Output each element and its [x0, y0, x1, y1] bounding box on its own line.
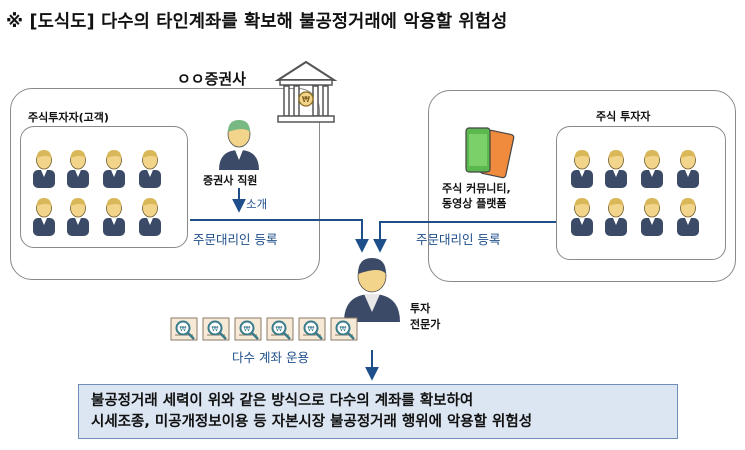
result-line-1: 불공정거래 세력이 위와 같은 방식으로 다수의 계좌를 확보하여	[91, 393, 474, 409]
left-order-agent-label: 주문대리인 등록	[193, 232, 278, 247]
result-box: 불공정거래 세력이 위와 같은 방식으로 다수의 계좌를 확보하여 시세조종, …	[78, 384, 678, 439]
phone-platform-icon	[465, 127, 515, 179]
customers-label: 주식투자자(고객)	[28, 111, 109, 124]
investors-icons	[570, 149, 700, 237]
referral-label: 소개	[246, 197, 268, 211]
securities-firm-label: ㅇㅇ증권사	[177, 70, 247, 88]
accounts-label: 다수 계좌 운용	[232, 350, 309, 365]
customers-icons	[32, 149, 162, 237]
accounts-icons	[169, 316, 359, 342]
diagram-title: ※ [도식도] 다수의 타인계좌를 확보해 불공정거래에 악용할 위험성	[6, 12, 508, 32]
platform-label-line2: 동영상 플랫폼	[442, 197, 507, 210]
svg-text:₩: ₩	[302, 95, 310, 104]
flow-arrows	[190, 188, 556, 381]
platform-label-line1: 주식 커뮤니티,	[442, 182, 511, 195]
expert-label-line1: 투자	[410, 302, 431, 315]
result-line-2: 시세조종, 미공개정보이용 등 자본시장 불공정거래 행위에 악용할 위험성	[91, 414, 533, 430]
bank-building-icon: ₩	[274, 60, 338, 123]
expert-label-line2: 전문가	[410, 318, 441, 331]
employee-label: 증권사 직원	[203, 174, 258, 187]
investors-label: 주식 투자자	[596, 110, 651, 123]
employee-icon	[219, 120, 259, 170]
expert-icon	[344, 258, 400, 322]
right-order-agent-label: 주문대리인 등록	[416, 232, 501, 247]
investors-group	[556, 126, 726, 260]
